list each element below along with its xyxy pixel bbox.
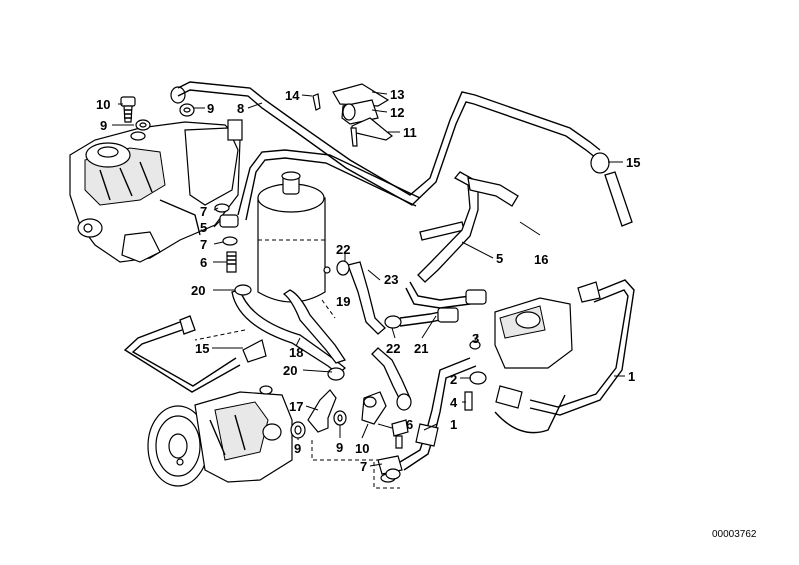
return-line-1-right [495, 279, 635, 416]
label-1-bottom: 1 [450, 417, 457, 432]
label-23: 23 [384, 272, 398, 287]
label-11: 11 [403, 125, 417, 140]
gearbox-fittings-left [214, 203, 239, 273]
pressure-hose-5 [237, 149, 519, 283]
top-pipe-fitting [170, 86, 195, 117]
label-7-a: 7 [200, 204, 207, 219]
label-14: 14 [285, 88, 300, 103]
label-16: 16 [534, 252, 548, 267]
label-20-bottom: 20 [283, 363, 297, 378]
mounting-bracket-11-14 [312, 83, 394, 147]
pressure-line-8-16 [177, 81, 610, 206]
return-hose-15-right [604, 171, 633, 227]
label-22-top: 22 [336, 242, 350, 257]
label-8: 8 [237, 101, 244, 116]
label-6-left: 6 [200, 255, 207, 270]
steering-valve-housing [464, 297, 573, 434]
label-13: 13 [390, 87, 404, 102]
label-9-bottom: 9 [336, 440, 343, 455]
label-20-top: 20 [191, 283, 205, 298]
label-5-right: 5 [496, 251, 503, 266]
label-10-top: 10 [96, 97, 110, 112]
pump-fittings [290, 389, 409, 483]
fluid-reservoir [257, 171, 326, 303]
return-hose-23 [347, 261, 412, 411]
label-19: 19 [336, 294, 350, 309]
fitting-21 [399, 281, 487, 327]
top-bolt-assembly [120, 96, 151, 141]
label-15-right: 15 [626, 155, 640, 170]
part-number-labels: 10 9 9 8 14 13 12 11 15 7 5 7 6 20 22 23… [96, 87, 757, 540]
label-12: 12 [390, 105, 404, 120]
label-9-top-left: 9 [100, 118, 107, 133]
label-6-bottom: 6 [406, 417, 413, 432]
label-9-bottom-left: 9 [294, 441, 301, 456]
label-15-left: 15 [195, 341, 209, 356]
return-hose-15-left [123, 315, 267, 393]
label-18: 18 [289, 345, 303, 360]
label-22-bottom: 22 [386, 341, 400, 356]
label-4: 4 [450, 395, 458, 410]
steering-gearbox [69, 119, 243, 263]
return-line-1-lower [399, 357, 477, 471]
label-9-top: 9 [207, 101, 214, 116]
hose-clamps [234, 260, 402, 381]
label-10-bottom: 10 [355, 441, 369, 456]
diagram-reference-number: 00003762 [712, 529, 757, 540]
label-1-right: 1 [628, 369, 635, 384]
label-7-b: 7 [200, 237, 207, 252]
label-17: 17 [289, 399, 303, 414]
power-steering-pump [147, 385, 293, 487]
label-2: 2 [450, 372, 457, 387]
label-3: 3 [472, 331, 479, 346]
label-21: 21 [414, 341, 428, 356]
label-5-left: 5 [200, 220, 207, 235]
label-7-bottom: 7 [360, 459, 367, 474]
assembly-brackets [194, 299, 400, 489]
leader-lines [112, 91, 625, 467]
